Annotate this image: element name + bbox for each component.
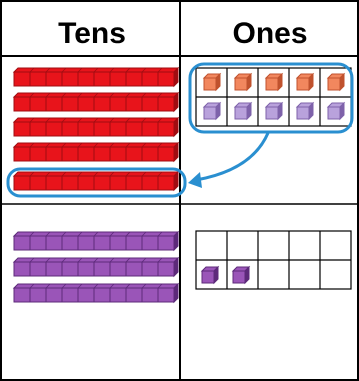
unit-cube bbox=[233, 267, 249, 283]
tens-purple-rods bbox=[14, 232, 178, 302]
tens-rod bbox=[14, 258, 178, 276]
unit-cube bbox=[204, 103, 220, 119]
unit-cube bbox=[235, 103, 251, 119]
unit-cube bbox=[204, 74, 220, 90]
tens-red-rods bbox=[14, 68, 178, 190]
tens-rod bbox=[14, 284, 178, 302]
unit-cube bbox=[266, 103, 282, 119]
unit-cube bbox=[266, 74, 282, 90]
unit-cube bbox=[328, 103, 344, 119]
tens-rod bbox=[14, 143, 178, 161]
tens-rod bbox=[14, 118, 178, 136]
ten-frame-grid bbox=[196, 231, 351, 289]
unit-cube bbox=[202, 267, 218, 283]
unit-cube bbox=[328, 74, 344, 90]
tens-rod bbox=[14, 172, 178, 190]
unit-cube bbox=[297, 74, 313, 90]
ones-header: Ones bbox=[232, 17, 307, 50]
tens-header: Tens bbox=[58, 17, 126, 50]
ones-bottom-ten-frame bbox=[196, 231, 351, 289]
unit-cube bbox=[297, 103, 313, 119]
tens-rod bbox=[14, 93, 178, 111]
unit-cube bbox=[235, 74, 251, 90]
tens-rod bbox=[14, 232, 178, 250]
tens-rod bbox=[14, 68, 178, 86]
ones-top-ten-frame bbox=[196, 68, 351, 126]
